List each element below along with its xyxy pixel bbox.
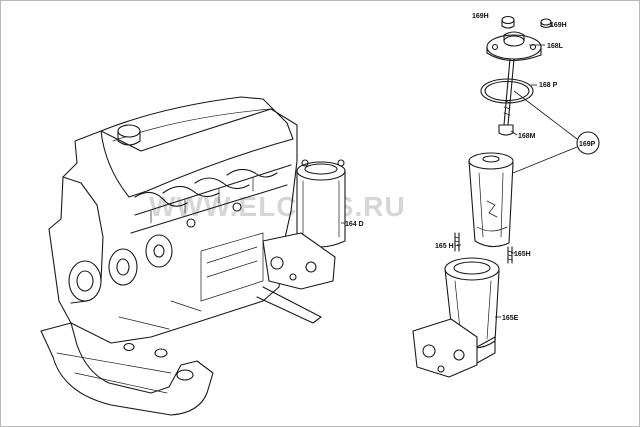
- engine-block: [40, 96, 298, 416]
- gasket-168P: [480, 78, 534, 104]
- watermark: WWW.ELCATS.RU: [149, 191, 406, 222]
- nut-169H-left: [501, 15, 515, 29]
- leader-lines: [341, 44, 578, 318]
- callout-164D: 164 D: [345, 221, 364, 228]
- callout-169H-left: 169H: [472, 13, 489, 20]
- oil-filler-cap: [117, 124, 141, 138]
- water-pump: [108, 248, 138, 286]
- mount-boss: [145, 234, 173, 268]
- callout-165H-right: 165H: [514, 251, 531, 258]
- callout-169H-right: 169H: [550, 22, 567, 29]
- callout-168M: 168M: [518, 133, 536, 140]
- oil-pan: [40, 322, 214, 416]
- callout-169P: 169P: [579, 141, 596, 148]
- callout-165E: 165E: [502, 315, 519, 322]
- filter-cover-168L: [486, 31, 542, 62]
- filter-element-169P: [468, 152, 514, 248]
- exploded-filter-assembly: [341, 15, 600, 378]
- nut-169H-right: [540, 18, 552, 29]
- callout-bubble-169P: [576, 131, 600, 155]
- stud-165H-left: [454, 232, 460, 252]
- stud-165H-right: [507, 246, 513, 264]
- intake-manifold: [130, 164, 292, 234]
- callout-168P: 168 P: [539, 82, 558, 89]
- filter-housing-165E: [412, 257, 500, 378]
- front-pulley: [68, 260, 102, 302]
- valve-cover: [100, 96, 294, 198]
- block-side: [48, 108, 298, 344]
- oil-filter-housing-mounted: [256, 159, 346, 324]
- callout-165H-left: 165 H: [435, 243, 454, 250]
- callout-168L: 168L: [547, 43, 564, 50]
- center-bolt-168M: [498, 58, 515, 136]
